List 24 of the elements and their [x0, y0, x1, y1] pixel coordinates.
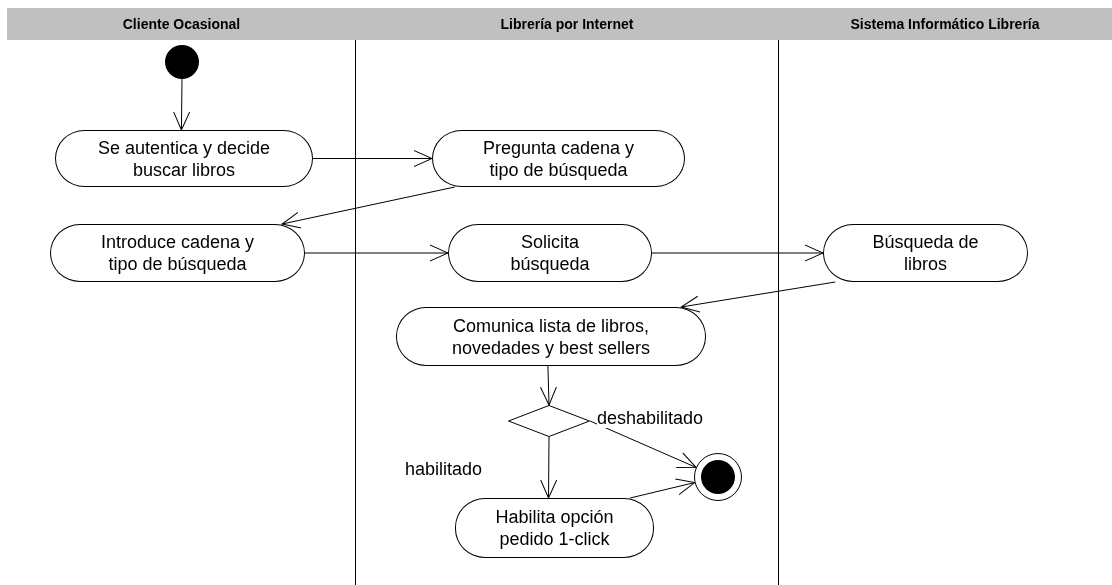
action-node: Se autentica y decide buscar libros [55, 130, 313, 187]
arrow [651, 244, 824, 262]
arrow [680, 281, 836, 313]
action-node: Comunica lista de libros, novedades y best sellers [396, 307, 706, 366]
arrow [173, 78, 191, 131]
initial-node [165, 45, 199, 79]
decision-diamond [508, 405, 590, 437]
arrow [629, 478, 696, 499]
lane-header: Cliente Ocasional [7, 8, 356, 40]
action-node: Búsqueda de libros [823, 224, 1028, 282]
lane-header: Sistema Informático Librería [778, 8, 1112, 40]
arrow [312, 150, 433, 167]
edge-label: deshabilitado [597, 408, 704, 428]
arrow [589, 420, 697, 468]
arrow [304, 244, 449, 262]
arrow [540, 365, 557, 406]
final-node [694, 453, 742, 501]
action-node: Introduce cadena y tipo de búsqueda [50, 224, 305, 282]
lane-header: Librería por Internet [355, 8, 779, 40]
arrow [540, 436, 558, 499]
action-node: Pregunta cadena y tipo de búsqueda [432, 130, 685, 187]
action-node: Solicita búsqueda [448, 224, 652, 282]
action-node: Habilita opción pedido 1-click [455, 498, 654, 558]
arrow [281, 186, 456, 229]
